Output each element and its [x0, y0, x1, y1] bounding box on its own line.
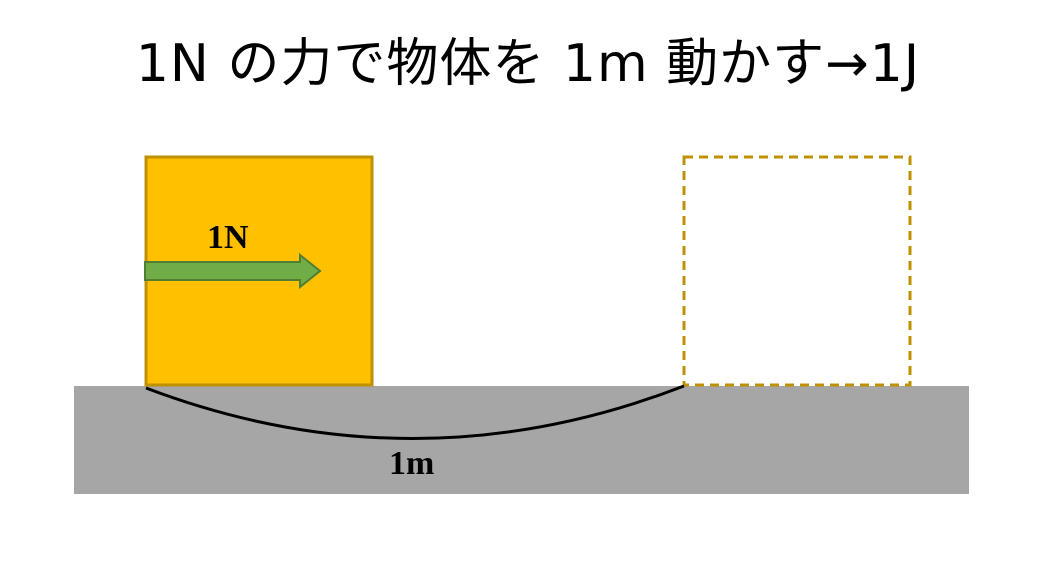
object-box-end [682, 155, 912, 387]
force-arrow [144, 252, 322, 290]
page-title: 1N の力で物体を 1m 動かす→1J [135, 34, 921, 94]
distance-label: 1m [389, 445, 434, 482]
distance-arc [145, 384, 685, 440]
ground-surface [74, 386, 969, 494]
force-label: 1N [207, 219, 249, 256]
